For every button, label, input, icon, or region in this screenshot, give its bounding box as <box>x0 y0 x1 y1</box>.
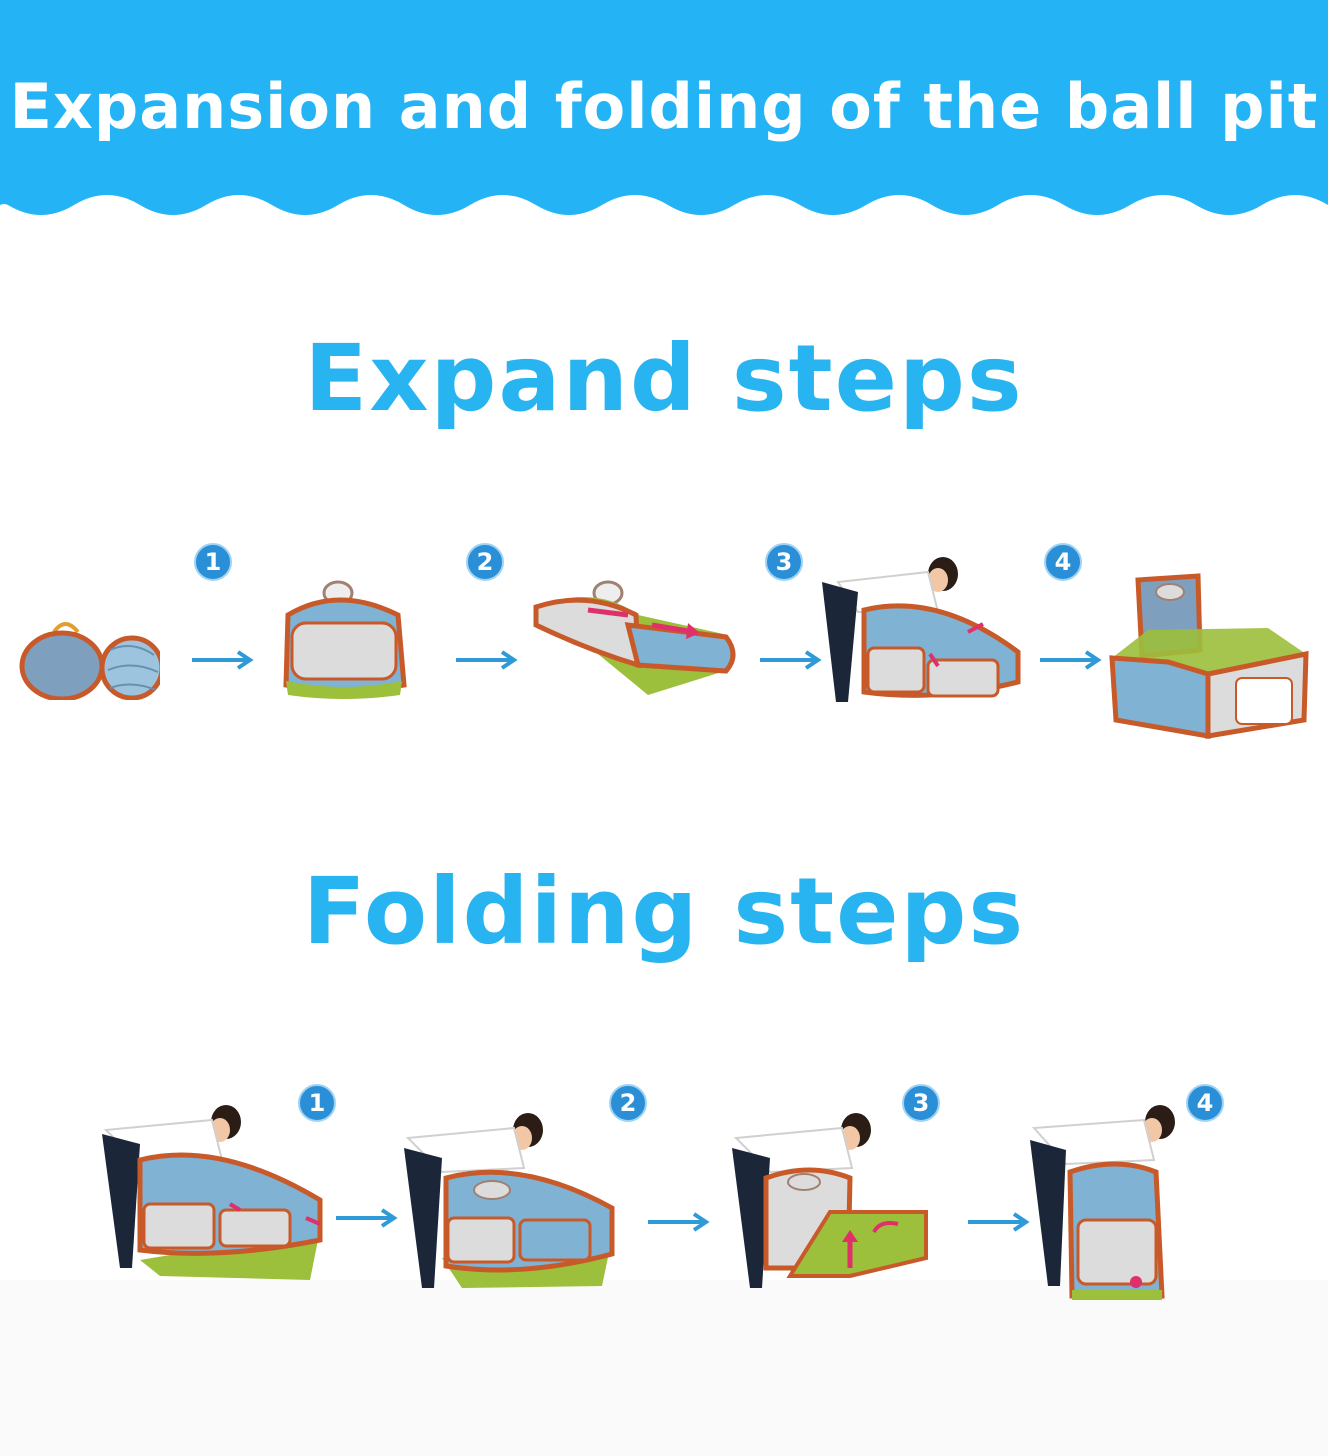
expand-step-3-badge: 3 <box>765 543 803 581</box>
ballpit-popup-illustration <box>283 580 407 699</box>
arrow-right-icon <box>456 650 518 670</box>
ballpit-unfolding-illustration <box>533 580 736 695</box>
fold-step-4-badge: 4 <box>1186 1084 1224 1122</box>
arrow-right-icon <box>336 1208 398 1228</box>
arrow-right-icon <box>968 1212 1030 1232</box>
folding-steps-heading: Folding steps <box>302 858 1026 965</box>
expand-step-4-badge: 4 <box>1044 543 1082 581</box>
arrow-right-icon <box>1040 650 1102 670</box>
arrow-right-icon <box>648 1212 710 1232</box>
person-folding-step-2-illustration <box>404 1113 615 1288</box>
wave-banner-shape <box>0 0 1328 215</box>
arrow-right-icon <box>192 650 254 670</box>
header-banner: Expansion and folding of the ball pit <box>0 0 1328 240</box>
page-title: Expansion and folding of the ball pit <box>9 70 1319 143</box>
arrow-right-icon <box>760 650 822 670</box>
bottom-background <box>0 1280 1328 1456</box>
folded-ballpit-bags-illustration <box>19 622 160 700</box>
fold-step-1-badge: 1 <box>298 1084 336 1122</box>
ballpit-fully-expanded-illustration <box>1109 573 1309 739</box>
expand-step-1-badge: 1 <box>194 543 232 581</box>
person-folding-step-3-illustration <box>732 1113 928 1288</box>
person-folding-step-4-illustration <box>1030 1105 1175 1300</box>
fold-step-3-badge: 3 <box>902 1084 940 1122</box>
expand-steps-heading: Expand steps <box>304 325 1024 432</box>
fold-step-2-badge: 2 <box>609 1084 647 1122</box>
person-folding-step-1-illustration <box>102 1105 323 1280</box>
person-opening-ballpit-illustration <box>822 557 1021 702</box>
expand-step-2-badge: 2 <box>466 543 504 581</box>
